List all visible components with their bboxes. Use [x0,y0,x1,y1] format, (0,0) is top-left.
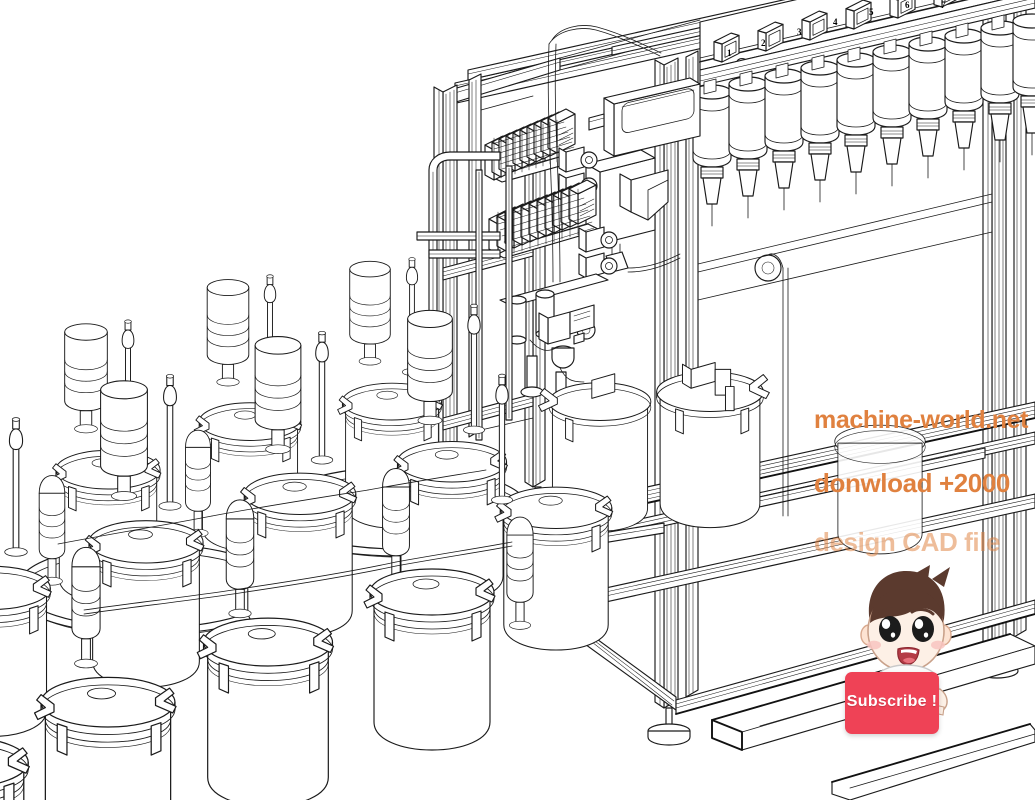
outfeed-panel [831,723,1035,800]
station-number-6: 6 [905,0,910,10]
process-vessel [82,520,205,688]
process-vessel [363,568,496,751]
rear-brace [697,193,993,301]
process-vessel [238,472,358,637]
vessel-in-frame-rear [834,424,926,555]
subscribe-label: Subscribe ! [846,693,938,710]
manifold-tube-rows [491,119,577,181]
process-vessel [196,617,335,800]
pipe-routing [416,25,789,517]
nozzle-fittings [703,14,1005,95]
station-number-7: 7 [941,0,946,10]
station-number-4: 4 [833,17,838,27]
vessel-interconnect-piping [57,469,513,615]
vessel-cluster-front [0,257,614,800]
nozzle-assembly [692,0,1035,227]
hmi-display [588,77,701,157]
station-number-5: 5 [869,7,874,17]
solenoid-coils-lower [578,226,618,279]
station-number-2: 2 [761,38,766,48]
station-number-1: 1 [727,48,732,58]
process-vessel [33,676,177,800]
subscribe-button[interactable] [845,672,939,734]
station-number-3: 3 [797,27,802,37]
panel-switches [713,0,960,63]
vessel-in-frame [656,361,770,529]
